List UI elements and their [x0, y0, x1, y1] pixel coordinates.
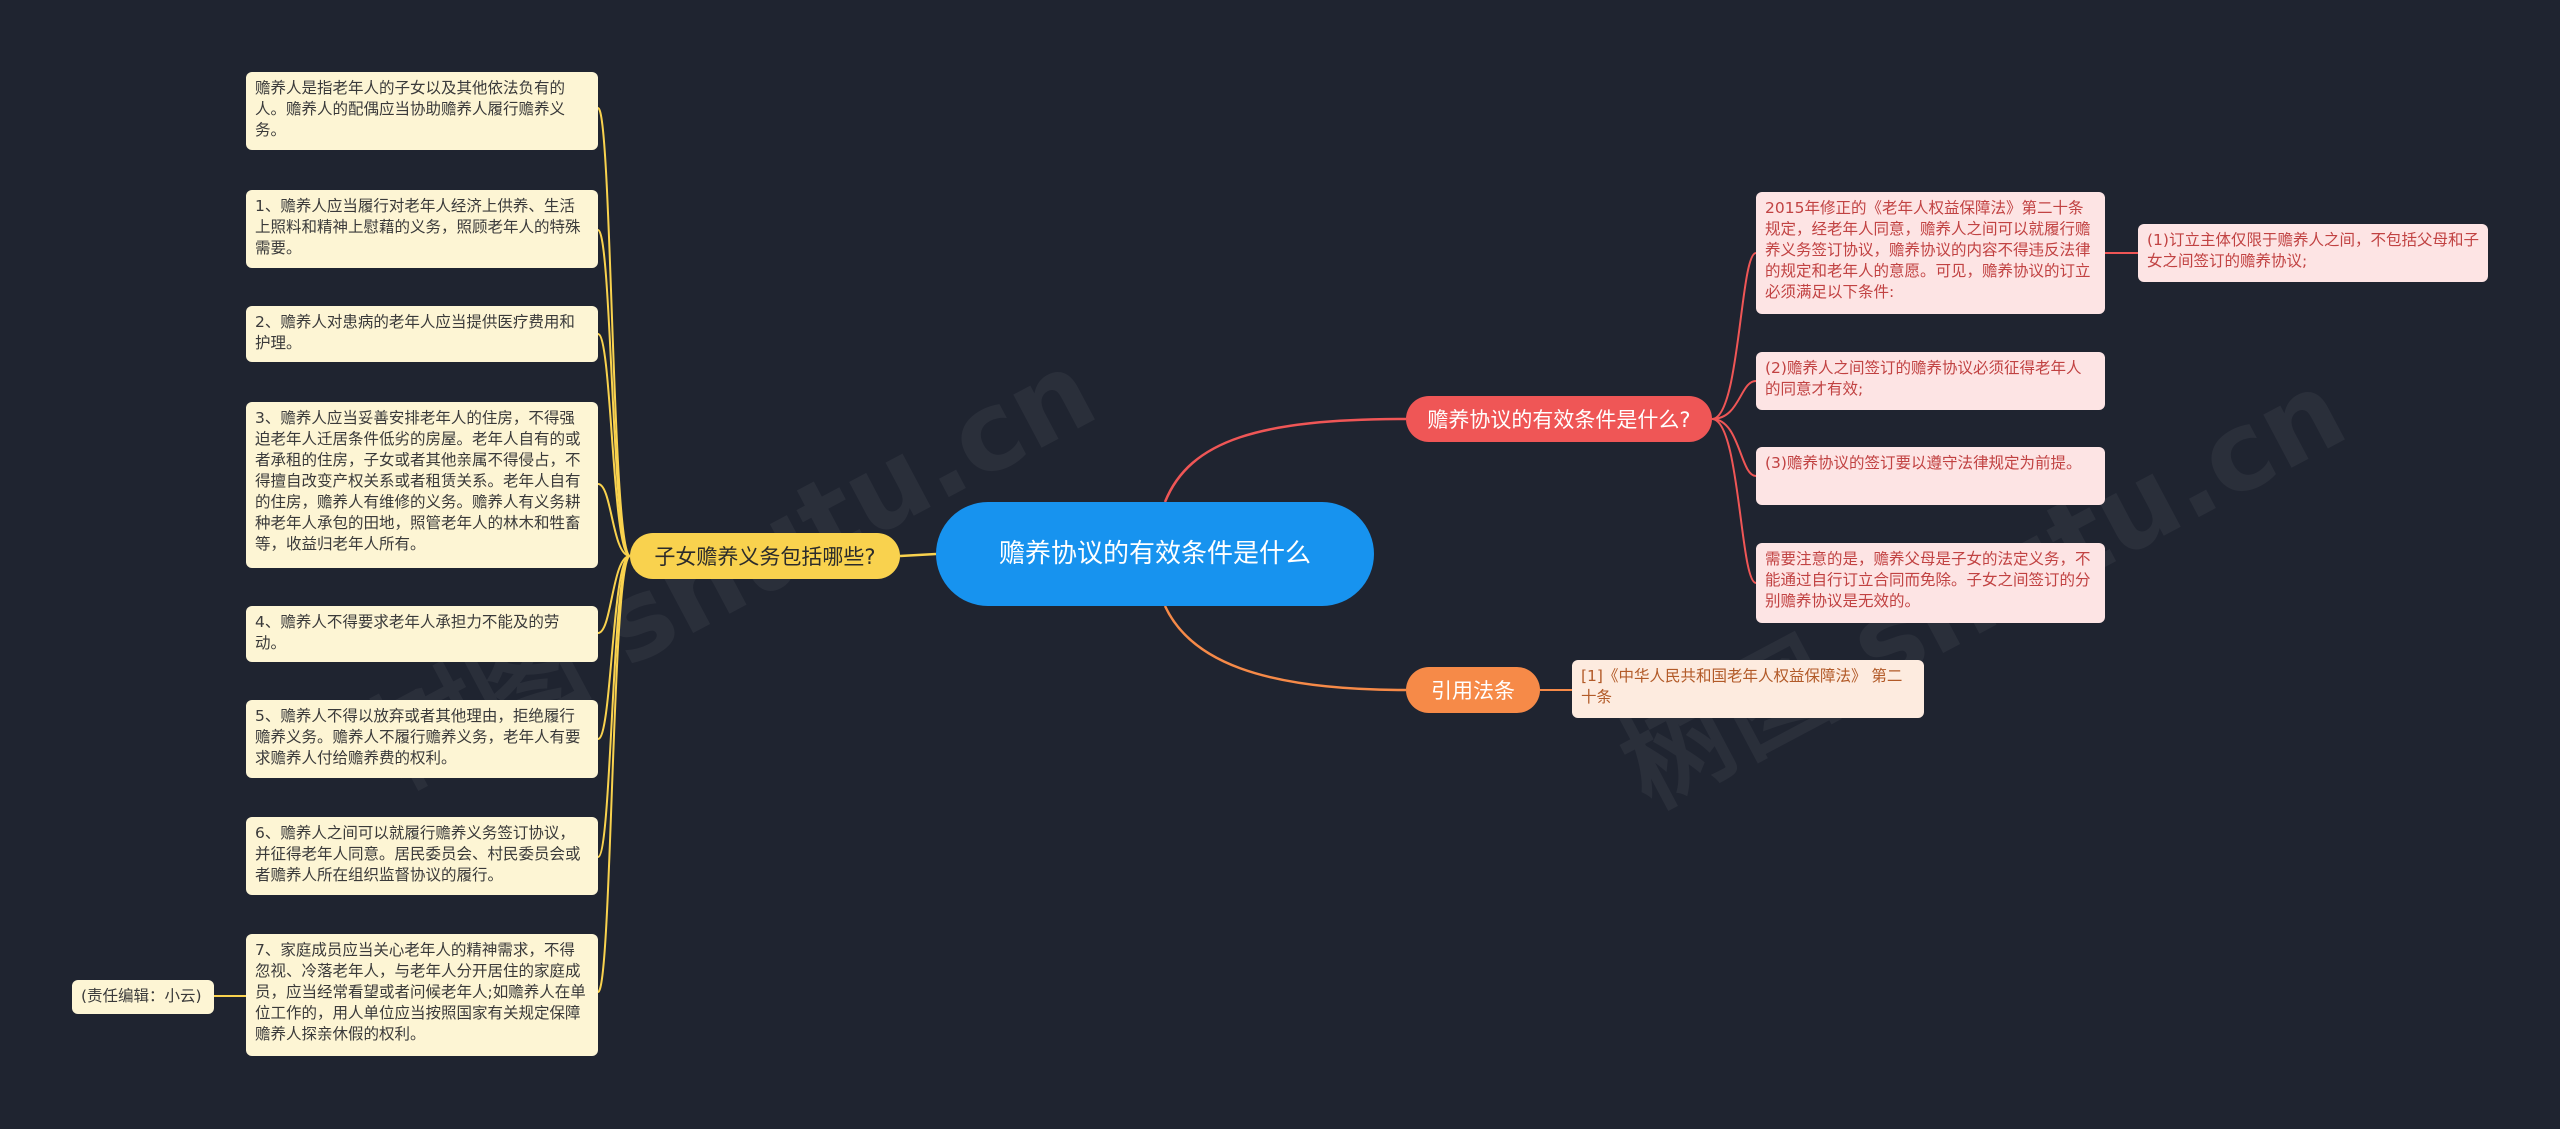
branch-cited-law[interactable]: 引用法条: [1406, 667, 1540, 713]
branch-label: 引用法条: [1431, 679, 1515, 703]
leaf-duty-3[interactable]: 3、赡养人应当妥善安排老年人的住房，不得强迫老年人迁居条件低劣的房屋。老年人自有…: [246, 402, 598, 568]
leaf-duty-4[interactable]: 4、赡养人不得要求老年人承担力不能及的劳动。: [246, 606, 598, 662]
root-topic[interactable]: 赡养协议的有效条件是什么: [936, 502, 1374, 606]
leaf-duty-6[interactable]: 6、赡养人之间可以就履行赡养义务签订协议，并征得老年人同意。居民委员会、村民委员…: [246, 817, 598, 895]
leaf-duty-2[interactable]: 2、赡养人对患病的老年人应当提供医疗费用和护理。: [246, 306, 598, 362]
branch-child-duties[interactable]: 子女赡养义务包括哪些?: [630, 533, 900, 579]
leaf-law-intro[interactable]: 2015年修正的《老年人权益保障法》第二十条规定，经老年人同意，赡养人之间可以就…: [1756, 192, 2105, 314]
leaf-condition-1[interactable]: (1)订立主体仅限于赡养人之间，不包括父母和子女之间签订的赡养协议;: [2138, 224, 2488, 282]
leaf-condition-2[interactable]: (2)赡养人之间签订的赡养协议必须征得老年人的同意才有效;: [1756, 352, 2105, 410]
root-topic-text: 赡养协议的有效条件是什么: [998, 539, 1311, 569]
branch-label: 子女赡养义务包括哪些?: [654, 545, 876, 569]
leaf-duty-7[interactable]: 7、家庭成员应当关心老年人的精神需求，不得忽视、冷落老年人，与老年人分开居住的家…: [246, 934, 598, 1056]
leaf-editor-note[interactable]: (责任编辑：小云): [72, 980, 214, 1014]
leaf-cited-law[interactable]: [1]《中华人民共和国老年人权益保障法》 第二十条: [1572, 660, 1924, 718]
leaf-note[interactable]: 需要注意的是，赡养父母是子女的法定义务，不能通过自行订立合同而免除。子女之间签订…: [1756, 543, 2105, 623]
leaf-condition-3[interactable]: (3)赡养协议的签订要以遵守法律规定为前提。: [1756, 447, 2105, 505]
leaf-duty-definition[interactable]: 赡养人是指老年人的子女以及其他依法负有的人。赡养人的配偶应当协助赡养人履行赡养义…: [246, 72, 598, 150]
branch-valid-conditions[interactable]: 赡养协议的有效条件是什么?: [1406, 396, 1712, 442]
branch-label: 赡养协议的有效条件是什么?: [1427, 408, 1691, 432]
leaf-duty-1[interactable]: 1、赡养人应当履行对老年人经济上供养、生活上照料和精神上慰藉的义务，照顾老年人的…: [246, 190, 598, 268]
leaf-duty-5[interactable]: 5、赡养人不得以放弃或者其他理由，拒绝履行赡养义务。赡养人不履行赡养义务，老年人…: [246, 700, 598, 778]
